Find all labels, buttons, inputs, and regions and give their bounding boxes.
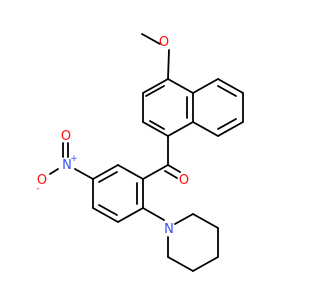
bond-n3-inner xyxy=(149,120,165,130)
bond-p5 xyxy=(167,256,194,272)
bond-b4 xyxy=(92,207,119,223)
atom-labels: O O N + O O - N xyxy=(36,35,189,237)
nitro-oxygen-bottom-label: O xyxy=(37,173,47,188)
bond-b2 xyxy=(92,164,119,180)
bond-b1 xyxy=(117,164,144,180)
bond-n8-inner xyxy=(217,85,237,97)
nitro-nitrogen-label: N xyxy=(62,158,72,173)
bond-n11 xyxy=(192,121,219,137)
bond-n4 xyxy=(167,121,194,137)
bond-o-naphthyl xyxy=(167,49,170,80)
bond-n10 xyxy=(217,121,244,137)
bond-carbonyl-benzene xyxy=(142,164,169,180)
bond-n3 xyxy=(142,121,169,137)
nitro-nitrogen-charge: + xyxy=(70,154,78,164)
bond-co-b xyxy=(164,170,178,179)
bond-b5 xyxy=(117,207,144,223)
bond-co-a xyxy=(167,164,181,173)
bond-n7 xyxy=(192,78,219,94)
bond-n10-inner xyxy=(217,118,237,130)
bond-benzene-piperidine xyxy=(142,207,165,221)
bond-n1-inner xyxy=(145,85,165,97)
bond-methyl-o xyxy=(141,33,161,45)
bond-b4-inner xyxy=(98,204,118,216)
bond-no-bottom xyxy=(49,168,59,175)
bond-p2 xyxy=(192,213,219,229)
bond-benzene-nitro xyxy=(74,168,94,180)
bond-n6 xyxy=(167,78,194,94)
bond-n1 xyxy=(142,78,169,94)
nitro-oxygen-bottom-charge: - xyxy=(36,184,39,194)
bond-lines xyxy=(49,33,244,272)
ketone-oxygen-label: O xyxy=(179,173,189,188)
bond-b2-inner xyxy=(98,171,118,183)
bond-n8 xyxy=(217,78,244,94)
piperidine-nitrogen-label: N xyxy=(164,222,174,237)
methoxy-oxygen-label: O xyxy=(159,35,169,50)
bond-p4 xyxy=(192,256,219,272)
molecule-diagram: O O N + O O - N xyxy=(36,33,244,272)
nitro-oxygen-top-label: O xyxy=(61,129,71,144)
bond-p1 xyxy=(174,213,194,225)
